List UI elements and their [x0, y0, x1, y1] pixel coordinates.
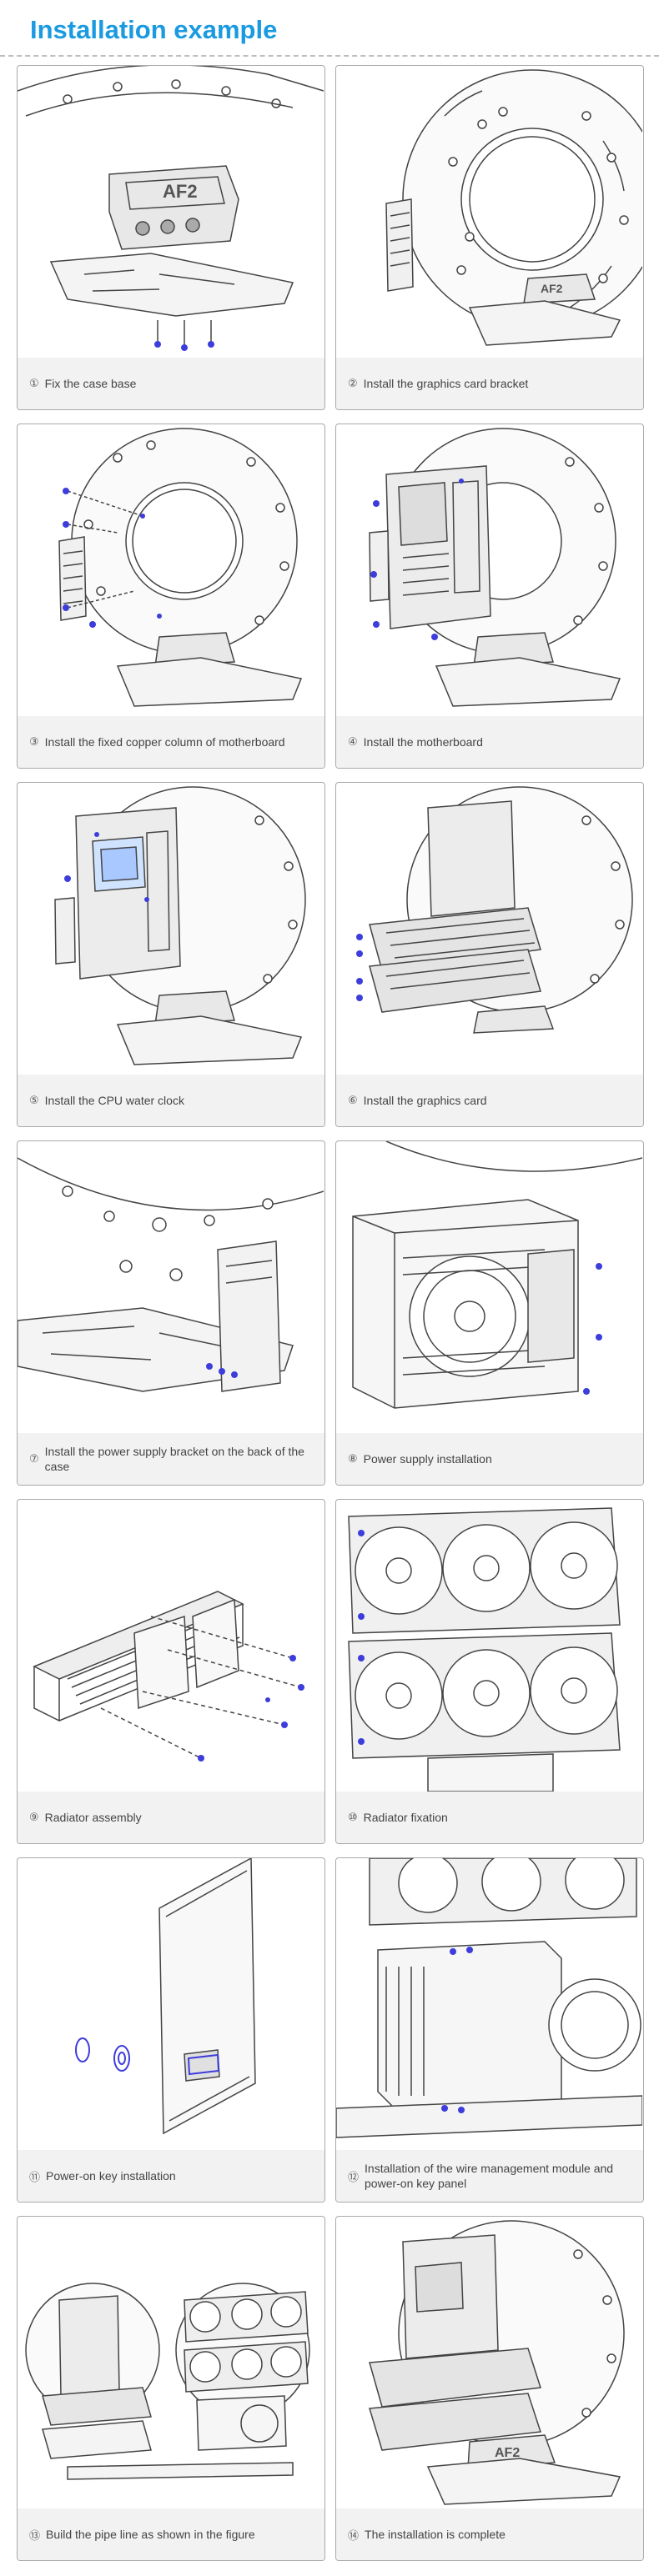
step-text: Install the power supply bracket on the … [44, 1445, 304, 1473]
step-illustration-psu-bracket [18, 1141, 324, 1433]
step-caption: ② Install the graphics card bracket [336, 358, 643, 409]
step-number: ⑩ [348, 1811, 358, 1824]
svg-text:AF2: AF2 [495, 2446, 520, 2460]
step-caption: ⑪ Power-on key installation [18, 2150, 324, 2202]
gpu-bracket-drawing: AF2 [385, 69, 642, 346]
graphics-card-drawing [356, 786, 633, 1034]
step-text: Radiator fixation [363, 1811, 448, 1824]
step-number: ④ [348, 735, 358, 749]
step-card-2: AF2 ② Install the graphics card bracket [335, 65, 644, 410]
step-card-11: ⑪ Power-on key installation [17, 1857, 325, 2203]
copper-column-drawing [58, 428, 303, 707]
step-text: Power-on key installation [46, 2169, 176, 2183]
step-number: ⑦ [29, 1452, 39, 1466]
step-text: Install the fixed copper column of mothe… [44, 735, 285, 749]
step-card-5: ⑤ Install the CPU water clock [17, 782, 325, 1127]
step-caption: ⑤ Install the CPU water clock [18, 1075, 324, 1126]
step-number: ③ [29, 735, 39, 749]
step-caption: ⑬ Build the pipe line as shown in the fi… [18, 2508, 324, 2560]
step-caption: ③ Install the fixed copper column of mot… [18, 716, 324, 768]
step-caption: ① Fix the case base [18, 358, 324, 409]
case-base-drawing: AF2 [18, 66, 324, 351]
step-illustration-gpu-bracket: AF2 [336, 66, 642, 358]
step-text: Install the graphics card bracket [363, 377, 529, 390]
step-text: Install the motherboard [363, 735, 483, 749]
step-card-13: ⑬ Build the pipe line as shown in the fi… [17, 2216, 325, 2561]
step-caption: ④ Install the motherboard [336, 716, 643, 768]
svg-text:AF2: AF2 [541, 282, 563, 295]
radiator-assembly-drawing [33, 1591, 304, 1762]
step-card-6: ⑥ Install the graphics card [335, 782, 644, 1127]
wire-module-drawing [336, 1858, 642, 2138]
step-text: Installation of the wire management modu… [365, 2162, 614, 2190]
step-card-8: ⑧ Power supply installation [335, 1140, 644, 1486]
step-text: Radiator assembly [44, 1811, 142, 1824]
step-number: ⑭ [348, 2529, 360, 2543]
step-card-9: ⑨ Radiator assembly [17, 1499, 325, 1844]
step-illustration-radiator-assembly [18, 1500, 324, 1792]
step-number: ⑫ [348, 2171, 360, 2184]
step-text: Install the CPU water clock [44, 1094, 184, 1107]
complete-build-drawing: AF2 [369, 2220, 625, 2505]
step-number: ⑨ [29, 1811, 39, 1824]
cpu-block-drawing [54, 786, 306, 1065]
step-illustration-copper-column [18, 424, 324, 716]
step-illustration-wire-module [336, 1858, 642, 2150]
step-caption: ⑦ Install the power supply bracket on th… [18, 1433, 324, 1485]
step-card-1: AF2 ① Fix the case base [17, 65, 325, 410]
step-illustration-case-base: AF2 [18, 66, 324, 358]
step-text: Build the pipe line as shown in the figu… [46, 2528, 255, 2541]
step-number: ⑧ [348, 1452, 358, 1466]
step-card-7: ⑦ Install the power supply bracket on th… [17, 1140, 325, 1486]
page-header: Installation example [0, 0, 659, 58]
step-illustration-complete: AF2 [336, 2217, 642, 2508]
step-number: ⑤ [29, 1094, 39, 1107]
step-caption: ⑭ The installation is complete [336, 2508, 643, 2560]
step-illustration-power-supply [336, 1141, 642, 1433]
step-text: Power supply installation [363, 1452, 492, 1466]
step-illustration-cpu-block [18, 783, 324, 1075]
step-text: The installation is complete [365, 2528, 506, 2541]
pipe-line-drawing [25, 2283, 310, 2480]
header-divider [0, 55, 659, 57]
step-illustration-graphics-card [336, 783, 642, 1075]
step-illustration-power-key [18, 1858, 324, 2150]
step-illustration-motherboard [336, 424, 642, 716]
step-card-10: ⑩ Radiator fixation [335, 1499, 644, 1844]
step-text: Install the graphics card [363, 1094, 487, 1107]
radiator-fixation-drawing [348, 1507, 621, 1792]
step-number: ⑥ [348, 1094, 358, 1107]
step-caption: ⑧ Power supply installation [336, 1433, 643, 1485]
step-card-14: AF2 ⑭ The installation is complete [335, 2216, 644, 2561]
psu-bracket-drawing [18, 1157, 324, 1392]
step-number: ② [348, 377, 358, 390]
step-caption: ⑫ Installation of the wire management mo… [336, 2150, 643, 2202]
step-card-3: ③ Install the fixed copper column of mot… [17, 423, 325, 769]
page-title: Installation example [30, 15, 278, 44]
step-card-12: ⑫ Installation of the wire management mo… [335, 1857, 644, 2203]
step-caption: ⑩ Radiator fixation [336, 1792, 643, 1843]
af2-logo: AF2 [163, 181, 198, 202]
step-illustration-radiator-fixation [336, 1500, 642, 1792]
power-supply-drawing [352, 1141, 642, 1409]
power-key-drawing [75, 1858, 256, 2135]
motherboard-drawing [369, 428, 621, 707]
step-number: ⑪ [29, 2171, 41, 2184]
step-number: ⑬ [29, 2529, 41, 2543]
step-illustration-pipe-line [18, 2217, 324, 2508]
step-text: Fix the case base [44, 377, 137, 390]
step-caption: ⑨ Radiator assembly [18, 1792, 324, 1843]
step-caption: ⑥ Install the graphics card [336, 1075, 643, 1126]
step-number: ① [29, 377, 39, 390]
step-card-4: ④ Install the motherboard [335, 423, 644, 769]
